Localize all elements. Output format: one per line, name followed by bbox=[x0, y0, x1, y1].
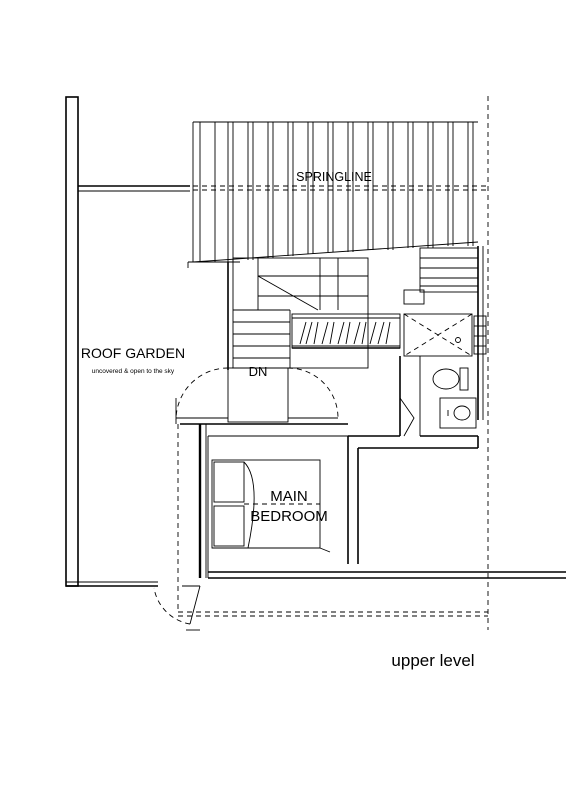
main-bedroom-label-line1: MAIN bbox=[270, 488, 308, 505]
roof-garden-label: ROOF GARDEN bbox=[81, 345, 185, 361]
dn-label: DN bbox=[249, 364, 268, 379]
main-bedroom bbox=[198, 424, 566, 579]
plan-caption: upper level bbox=[391, 651, 474, 670]
wardrobe bbox=[291, 313, 401, 349]
roof-garden-note: uncovered & open to the sky bbox=[92, 368, 175, 375]
main-bedroom-label-line2: BEDROOM bbox=[250, 508, 328, 525]
roof-garden-boundary bbox=[65, 96, 190, 587]
staircase bbox=[227, 257, 369, 370]
upper-right-stair bbox=[403, 247, 479, 305]
bottom-boundary bbox=[153, 424, 488, 631]
stair-landing bbox=[175, 367, 348, 425]
right-boundary bbox=[477, 96, 489, 630]
bathroom bbox=[399, 313, 487, 437]
void-block bbox=[357, 436, 479, 564]
roof-slats bbox=[187, 121, 488, 268]
springline-label: SPRINGLINE bbox=[296, 170, 372, 184]
